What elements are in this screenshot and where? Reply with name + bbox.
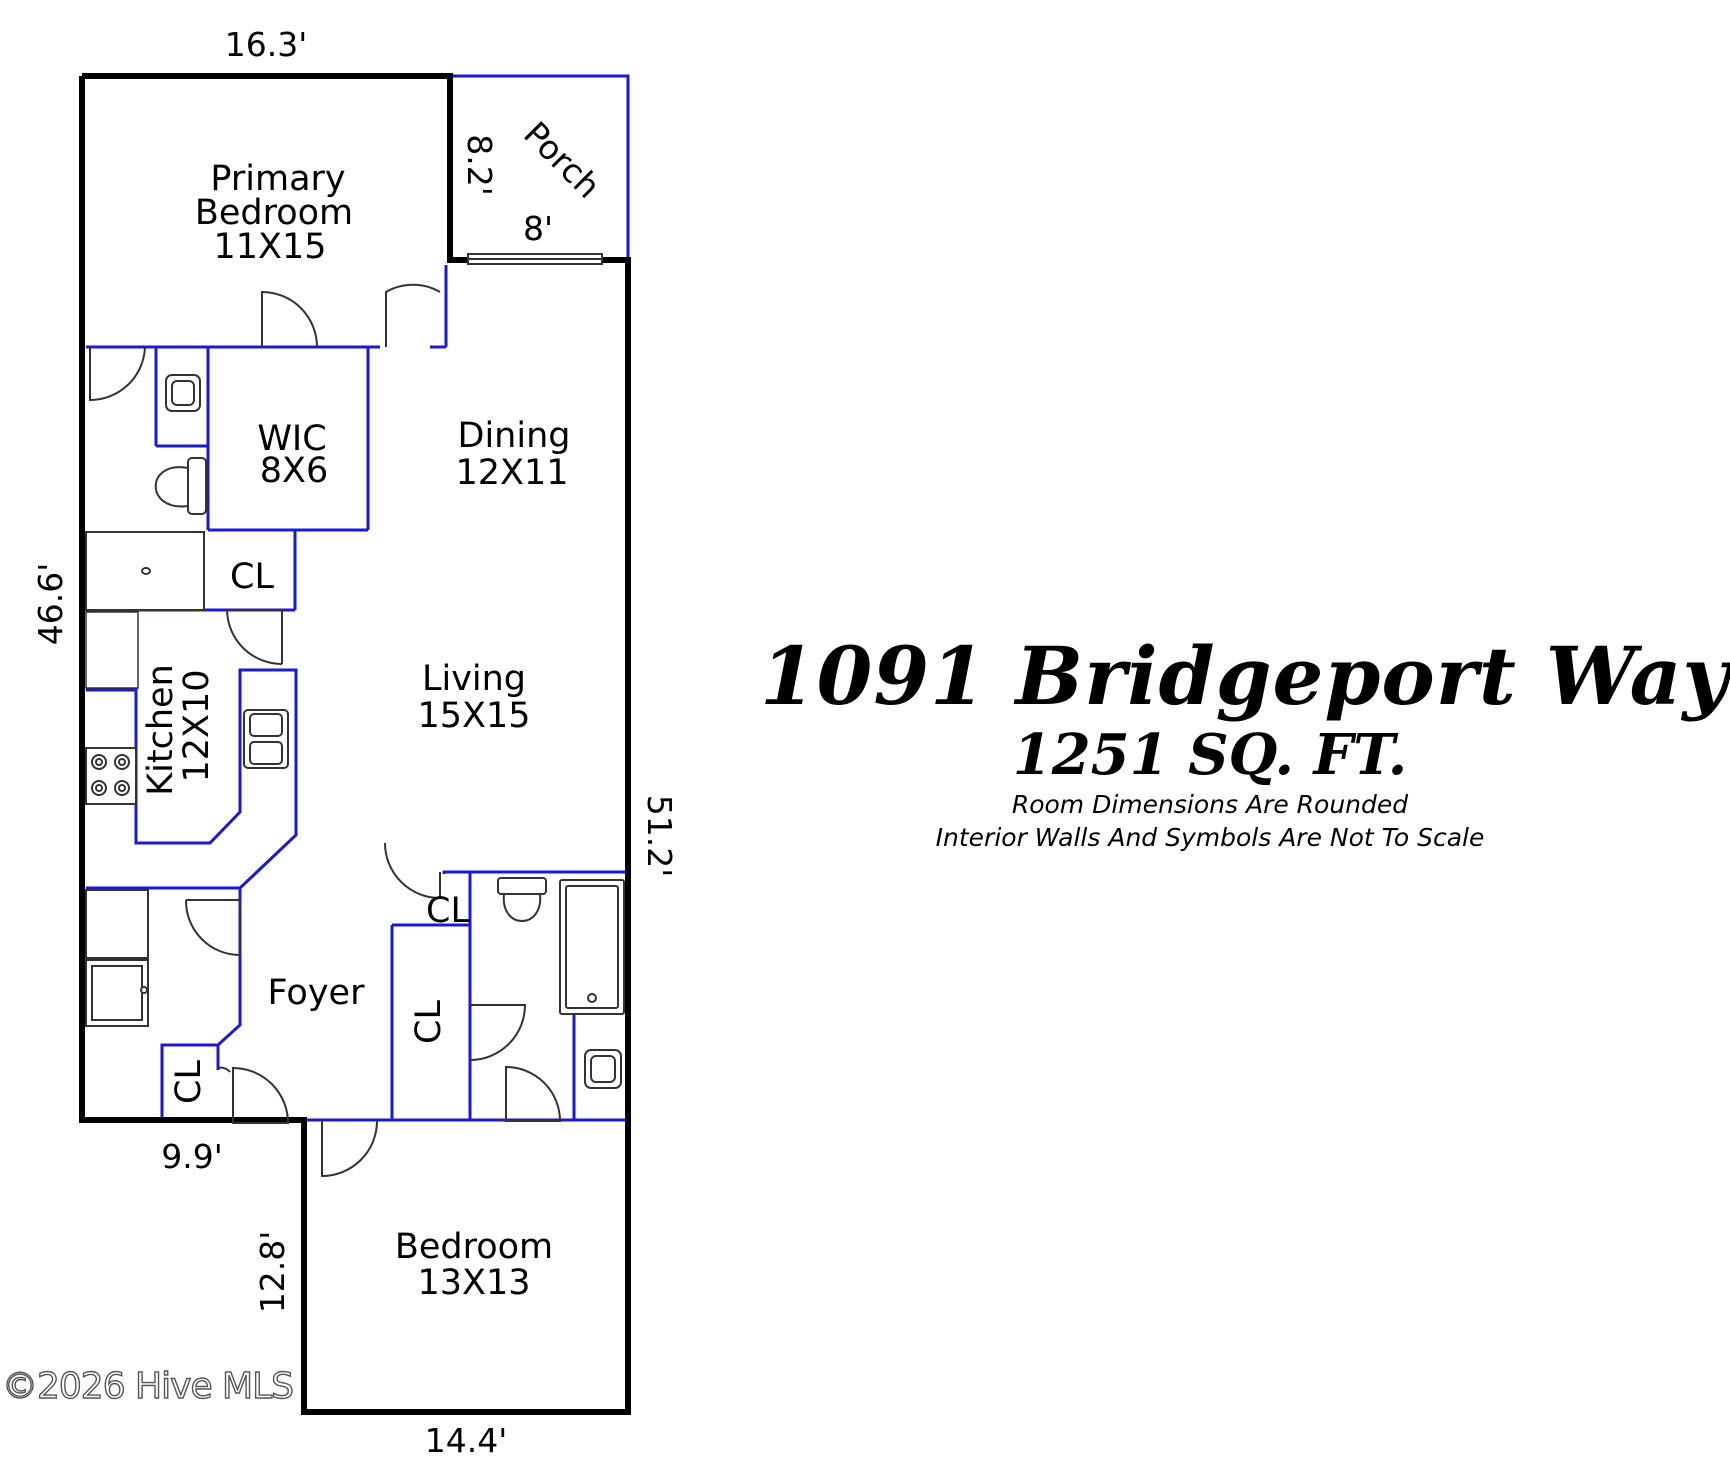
foyer-label: Foyer bbox=[268, 973, 366, 1013]
primary-bedroom-label: Primary bbox=[210, 159, 345, 199]
toilet-icon-2 bbox=[497, 877, 547, 895]
dim-porch-width: 8' bbox=[523, 209, 553, 248]
kitchen-size: 12X10 bbox=[177, 669, 217, 782]
note-not-to-scale: Interior Walls And Symbols Are Not To Sc… bbox=[935, 823, 1485, 852]
dim-porch-depth: 8.2' bbox=[460, 134, 499, 196]
wic-size: 8X6 bbox=[260, 451, 329, 491]
watermark: ©2026 Hive MLS bbox=[1, 1365, 294, 1407]
bedroom-size: 13X13 bbox=[417, 1263, 530, 1303]
door-swings bbox=[89, 283, 562, 1178]
fixtures bbox=[85, 374, 625, 1089]
dim-bedroom-depth: 12.8' bbox=[253, 1231, 292, 1314]
primary-bedroom-size: 11X15 bbox=[213, 227, 326, 267]
square-footage: 1251 SQ. FT. bbox=[1012, 722, 1408, 788]
exterior-walls bbox=[79, 73, 631, 1415]
bedroom-label: Bedroom bbox=[395, 1227, 553, 1267]
kitchen-label: Kitchen bbox=[141, 664, 181, 796]
address-title: 1091 Bridgeport Way bbox=[760, 629, 1730, 723]
closet-label-4: CL bbox=[169, 1060, 209, 1104]
dim-right: 51.2' bbox=[640, 795, 679, 878]
closet-label-2: CL bbox=[426, 891, 470, 931]
dimension-labels: 16.3' 8.2' 8' 46.6' 51.2' 9.9' 12.8' 14.… bbox=[31, 25, 679, 1458]
sliding-door bbox=[467, 253, 603, 265]
primary-bedroom-label-2: Bedroom bbox=[195, 193, 353, 233]
wic-label: WIC bbox=[257, 419, 326, 459]
note-rounded: Room Dimensions Are Rounded bbox=[1011, 790, 1409, 819]
living-label: Living bbox=[422, 659, 526, 699]
closet-label-1: CL bbox=[230, 557, 274, 597]
dim-bottom: 14.4' bbox=[425, 1421, 508, 1458]
dining-label: Dining bbox=[458, 416, 571, 456]
living-size: 15X15 bbox=[417, 696, 530, 736]
closet-label-3: CL bbox=[409, 1000, 449, 1044]
dim-bottom-left: 9.9' bbox=[161, 1137, 223, 1176]
porch-label: Porch bbox=[516, 114, 608, 206]
washer-icon bbox=[85, 889, 149, 959]
room-labels: Primary Bedroom 11X15 Porch WIC 8X6 Dini… bbox=[141, 114, 608, 1303]
dim-top: 16.3' bbox=[225, 25, 308, 64]
toilet-icon bbox=[187, 457, 207, 515]
title-block: 1091 Bridgeport Way 1251 SQ. FT. Room Di… bbox=[760, 629, 1730, 854]
dining-size: 12X11 bbox=[455, 453, 568, 493]
dim-left: 46.6' bbox=[31, 563, 70, 646]
